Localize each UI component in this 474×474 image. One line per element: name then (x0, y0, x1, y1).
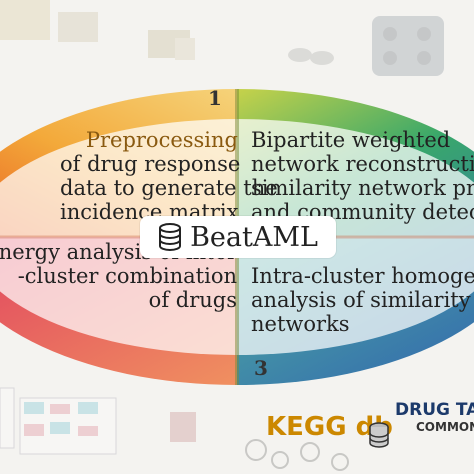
inner-lens-q1 (0, 119, 237, 237)
database-icon (159, 223, 182, 251)
step-2-text: Bipartite weighted network reconstructio… (251, 128, 474, 224)
step-1-line: Preprocessing (85, 128, 238, 152)
drug-target-logo-subtitle: COMMONS (416, 420, 474, 434)
step-3-number: 3 (254, 356, 268, 380)
background-plot-icons (0, 387, 196, 455)
center-label: BeatAML (140, 216, 336, 258)
inner-lens-q2 (237, 119, 474, 237)
drug-target-logo-title: DRUG TAR (395, 400, 474, 420)
step-3-text: Intra-cluster homogene analysis of simil… (251, 264, 474, 336)
step-3-line: networks (251, 312, 350, 336)
step-1-line: data to generate the (60, 176, 278, 200)
lens-diagram (0, 89, 474, 385)
inner-lens-q3 (0, 237, 237, 355)
kegg-database-icon (369, 422, 389, 448)
step-2-line: Bipartite weighted (251, 128, 451, 152)
inner-lens-q4 (237, 237, 474, 355)
step-4-line: -cluster combination (17, 264, 237, 288)
background-network-icons (288, 16, 444, 76)
step-4-line: of drugs (148, 288, 237, 312)
step-1-text: Preprocessing of drug response data to g… (60, 128, 278, 224)
background-matrix-icons (0, 0, 195, 60)
background-pathway-icons (245, 439, 349, 471)
step-3-line: analysis of similarity (251, 288, 471, 312)
step-3-line: Intra-cluster homogene (251, 264, 474, 288)
center-title: BeatAML (190, 221, 318, 253)
step-2-line: similarity network projec (251, 176, 474, 200)
step-1-number: 1 (208, 86, 222, 110)
step-1-line: of drug response (60, 152, 241, 176)
step-2-line: network reconstruction, (251, 152, 474, 176)
